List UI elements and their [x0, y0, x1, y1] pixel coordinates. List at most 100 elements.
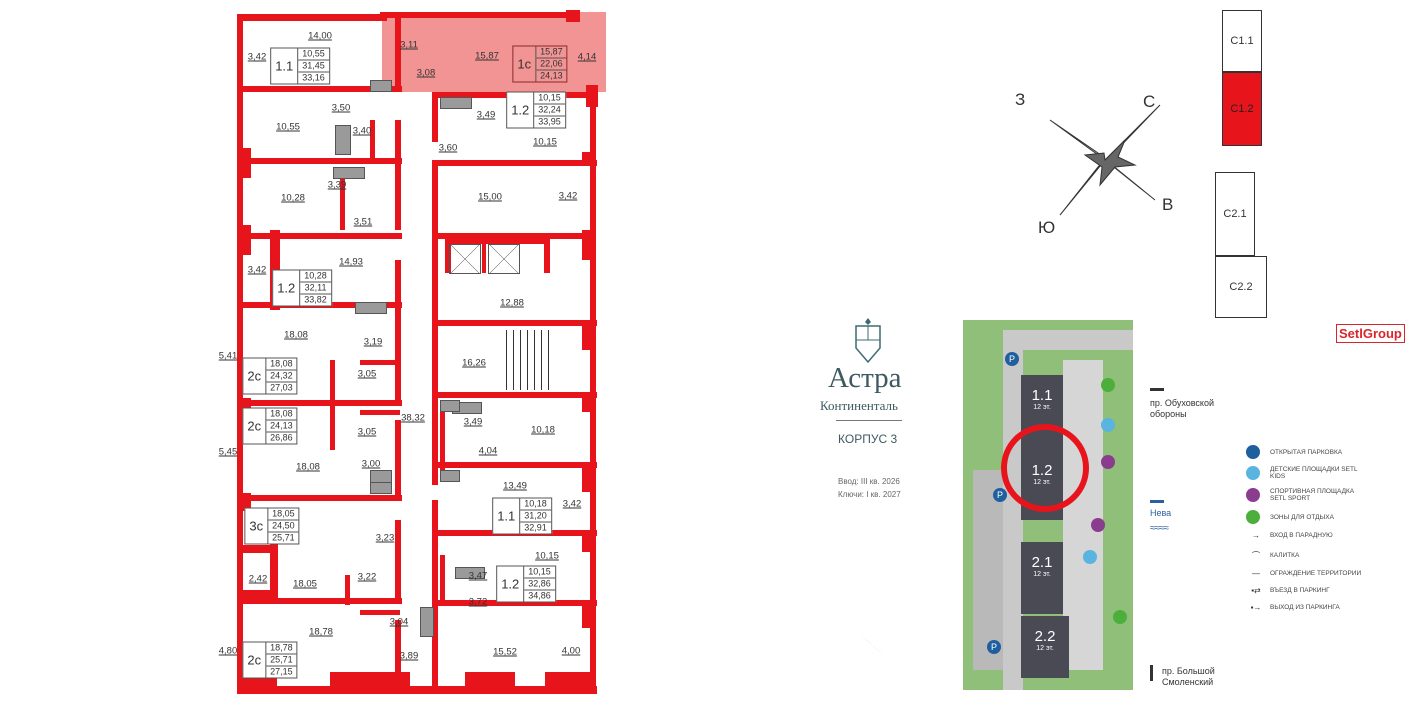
- legend-item: →ВХОД В ПАРАДНУЮ: [1246, 528, 1333, 542]
- entrance-arrow-icon: →: [1252, 530, 1260, 540]
- wall: [395, 120, 401, 230]
- legend-label: СПОРТИВНАЯ ПЛОЩАДКА SETL SPORT: [1270, 488, 1355, 502]
- legend-item: ОТКРЫТАЯ ПАРКОВКА: [1246, 445, 1342, 459]
- room-area-label: 4,80: [218, 645, 238, 657]
- bathroom-fixture: [333, 167, 365, 179]
- kids-playground-icon: [1083, 550, 1097, 564]
- kids-playground-icon: [1246, 466, 1260, 480]
- bathroom-fixture: [440, 470, 460, 482]
- room-area-label: 12,88: [500, 297, 524, 309]
- room-area-label: 5,45: [218, 446, 238, 458]
- wall: [340, 170, 345, 230]
- street-bolshoy-smolensky: пр. Большой Смоленский: [1162, 666, 1215, 687]
- area-value: 33,16: [302, 72, 325, 83]
- room-area-label: 10,15: [535, 550, 559, 562]
- area-value: 25,71: [266, 655, 297, 667]
- wall: [237, 225, 251, 255]
- area-value: 32,24: [534, 105, 565, 117]
- wall: [432, 320, 597, 326]
- section-c1-1[interactable]: С1.1: [1222, 10, 1262, 72]
- compass-west: З: [1015, 90, 1026, 109]
- room-area-label: 3,49: [476, 109, 496, 121]
- area-value: 22,06: [536, 59, 567, 71]
- legend-label: ОГРАЖДЕНИЕ ТЕРРИТОРИИ: [1270, 569, 1362, 577]
- arrow-south-icon: [1150, 665, 1153, 681]
- area-value: 18,08: [266, 409, 297, 421]
- wall: [440, 410, 445, 470]
- building-label: КОРПУС 3: [838, 432, 898, 446]
- area-value: 15,87: [536, 47, 567, 59]
- wall: [432, 600, 597, 606]
- section-label: С1.1: [1230, 35, 1254, 47]
- section-c2-1[interactable]: С2.1: [1215, 172, 1255, 256]
- wall: [237, 495, 402, 501]
- area-value: 34,86: [528, 590, 551, 601]
- rest-zone-icon: [1113, 610, 1127, 624]
- room-area-label: 4,04: [478, 445, 498, 457]
- wall: [395, 14, 401, 89]
- wall: [445, 238, 550, 244]
- wall: [370, 120, 375, 160]
- section-c1-2[interactable]: С1.2: [1222, 72, 1262, 146]
- wall: [395, 420, 401, 495]
- apartment-type: 2с: [243, 642, 267, 678]
- room-area-label: 4,00: [561, 645, 581, 657]
- fence-line-icon: —: [1252, 568, 1260, 578]
- parking-exit-icon: ▪→: [1250, 602, 1262, 612]
- selected-apartment-highlight[interactable]: [382, 12, 606, 92]
- room-area-label: 13,49: [503, 480, 527, 492]
- area-value: 32,91: [524, 522, 547, 533]
- area-value: 25,71: [272, 532, 295, 543]
- wall: [237, 493, 251, 511]
- wall: [432, 392, 597, 398]
- room-area-label: 2,42: [248, 573, 268, 585]
- legend-label: ДЕТСКИЕ ПЛОЩАДКИ SETL KIDS: [1270, 466, 1358, 480]
- wall: [237, 598, 402, 604]
- legend-label: ОТКРЫТАЯ ПАРКОВКА: [1270, 448, 1343, 456]
- room-area-label: 16,26: [462, 357, 486, 369]
- legend-item: — ОГРАЖДЕНИЕ ТЕРРИТОРИИ: [1246, 566, 1361, 580]
- wall: [237, 86, 402, 92]
- legend-label: ВЫХОД ИЗ ПАРКИНГА: [1270, 603, 1340, 611]
- path: [1003, 350, 1023, 690]
- wall: [566, 10, 580, 22]
- wall: [360, 360, 400, 365]
- legend-item: ⌒КАЛИТКА: [1246, 548, 1299, 562]
- room-area-label: 3,60: [438, 142, 458, 154]
- wall: [545, 672, 595, 692]
- elevator: [449, 244, 481, 274]
- wall: [237, 400, 402, 406]
- room-area-label: 3,42: [562, 498, 582, 510]
- area-value: 27,15: [270, 666, 293, 677]
- room-area-label: 3,04: [389, 616, 409, 628]
- wall: [582, 230, 596, 260]
- waves-icon: ≈≈≈≈: [1150, 523, 1169, 534]
- wall: [360, 610, 400, 615]
- legend-item: СПОРТИВНАЯ ПЛОЩАДКА SETL SPORT: [1246, 488, 1365, 502]
- section-c2-2[interactable]: С2.2: [1215, 256, 1267, 318]
- wall: [445, 238, 451, 273]
- parking-area: [973, 470, 1003, 670]
- room-area-label: 15,87: [475, 50, 499, 62]
- small-compass-icon: [858, 631, 886, 659]
- area-value: 10,28: [300, 271, 331, 283]
- parking-icon: P: [993, 488, 1007, 502]
- wall: [237, 545, 277, 553]
